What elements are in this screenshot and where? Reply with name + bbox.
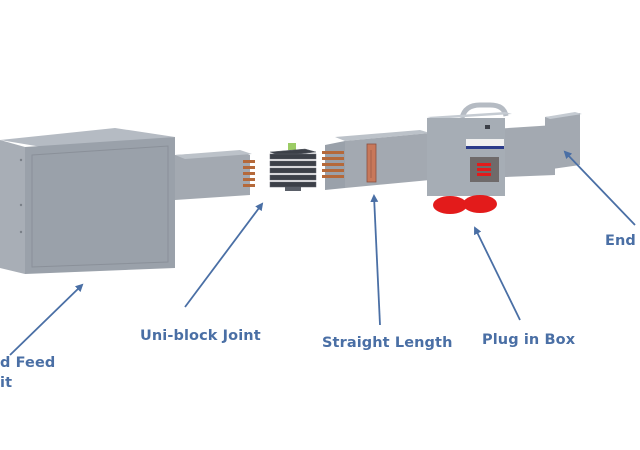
end-feed-unit bbox=[0, 128, 255, 274]
arrow-end-feed bbox=[9, 283, 84, 356]
label-end-cap: End bbox=[605, 233, 636, 249]
arrow-straight-length bbox=[370, 194, 381, 326]
copper-bars bbox=[322, 151, 344, 178]
label-end-feed-unit-line1: d Feed bbox=[0, 355, 56, 371]
arrow-end-cap bbox=[563, 150, 636, 226]
label-uni-block-joint: Uni-block Joint bbox=[140, 328, 261, 344]
arrows bbox=[9, 150, 636, 356]
label-plug-in-box: Plug in Box bbox=[482, 332, 576, 348]
uni-block-joint bbox=[269, 143, 317, 191]
arrow-plug-in-box bbox=[474, 226, 521, 321]
label-end-feed-unit-line2: it bbox=[0, 375, 13, 391]
copper-bars bbox=[243, 160, 255, 187]
end-cap bbox=[545, 112, 582, 170]
arrow-uni-block bbox=[184, 202, 264, 308]
plug-in-box bbox=[427, 102, 512, 214]
label-straight-length: Straight Length bbox=[322, 335, 453, 351]
